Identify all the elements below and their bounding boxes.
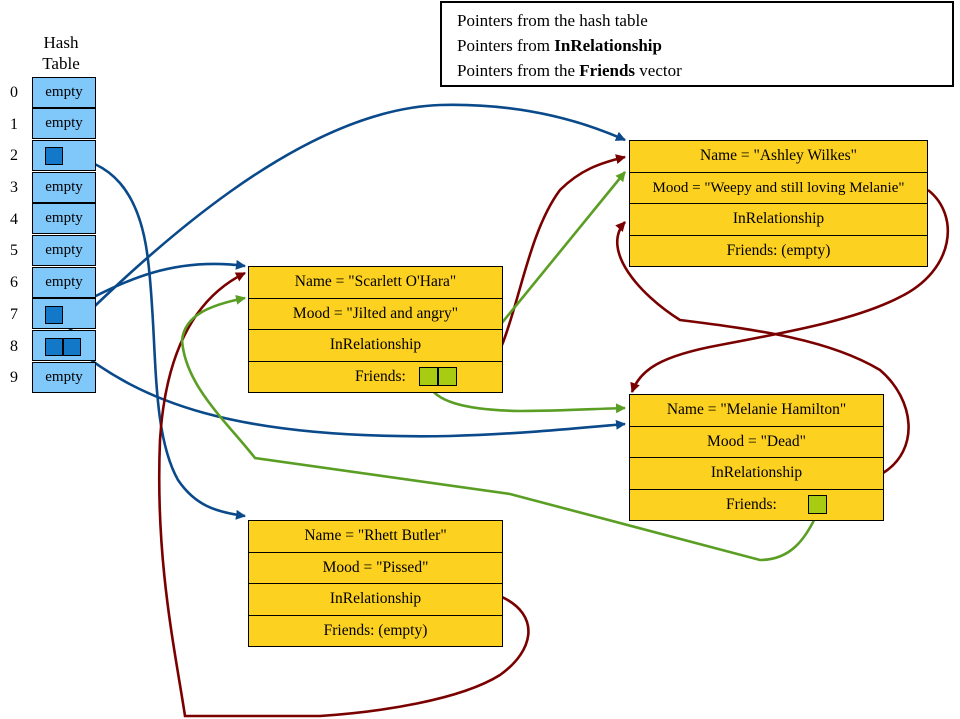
legend-label-suffix: vector — [635, 61, 682, 80]
field-inrelationship: InRelationship — [249, 584, 502, 616]
field-friends: Friends: (empty) — [323, 621, 428, 639]
field-mood: Mood = "Weepy and still loving Melanie" — [630, 173, 927, 204]
field-friends: Friends: — [630, 490, 883, 522]
hash-table-title-line1: Hash — [43, 33, 79, 52]
hash-cell-2[interactable] — [32, 140, 96, 171]
field-mood: Mood = "Pissed" — [249, 553, 502, 584]
hash-index: 6 — [10, 274, 18, 291]
node-scarlett[interactable]: Name = "Scarlett O'Hara" Mood = "Jilted … — [248, 266, 503, 393]
pointer-square-icon — [45, 147, 63, 165]
hash-index: 2 — [10, 147, 18, 164]
pointer-square-icon — [63, 338, 81, 356]
hash-index: 8 — [10, 338, 18, 355]
field-name: Name = "Scarlett O'Hara" — [249, 267, 502, 299]
hash-index: 1 — [10, 116, 18, 133]
hash-cell-1[interactable]: empty — [32, 108, 96, 139]
friend-pointer-square-icon — [419, 366, 438, 386]
legend: Pointers from the hash table Pointers fr… — [440, 1, 954, 87]
field-mood: Mood = "Jilted and angry" — [249, 299, 502, 330]
field-friends: Friends: — [249, 362, 502, 394]
legend-item-hash: Pointers from the hash table — [457, 11, 648, 31]
field-friends: Friends: (empty) — [726, 241, 831, 259]
hash-cell-6[interactable]: empty — [32, 267, 96, 298]
hash-cell-5[interactable]: empty — [32, 235, 96, 266]
friend-pointer-square-icon — [438, 366, 457, 386]
field-name: Name = "Rhett Butler" — [249, 521, 502, 553]
hash-table-title-line2: Table — [42, 54, 80, 73]
hash-table-title: Hash Table — [30, 32, 92, 74]
field-inrelationship: InRelationship — [249, 330, 502, 362]
field-inrelationship: InRelationship — [630, 204, 927, 236]
hash-index: 0 — [10, 84, 18, 101]
legend-label: Pointers from the hash table — [457, 11, 648, 30]
pointer-square-icon — [45, 338, 63, 356]
hash-cell-8[interactable] — [32, 330, 96, 361]
hash-cell-3[interactable]: empty — [32, 172, 96, 203]
hash-index: 5 — [10, 242, 18, 259]
friends-label: Friends: — [355, 367, 406, 385]
node-rhett[interactable]: Name = "Rhett Butler" Mood = "Pissed" In… — [248, 520, 503, 647]
legend-label-bold: Friends — [579, 61, 636, 80]
legend-label: Pointers from the — [457, 61, 580, 80]
friends-label: Friends: — [726, 495, 777, 513]
friend-pointer-square-icon — [808, 494, 827, 514]
node-melanie[interactable]: Name = "Melanie Hamilton" Mood = "Dead" … — [629, 394, 884, 521]
node-ashley[interactable]: Name = "Ashley Wilkes" Mood = "Weepy and… — [629, 140, 928, 267]
legend-label: Pointers from — [457, 36, 555, 55]
hash-cell-9[interactable]: empty — [32, 362, 96, 393]
hash-index: 4 — [10, 211, 18, 228]
pointer-square-icon — [45, 306, 63, 324]
legend-item-friends: Pointers from the Friends vector — [457, 61, 682, 81]
hash-cell-7[interactable] — [32, 298, 96, 329]
field-name: Name = "Ashley Wilkes" — [630, 141, 927, 173]
field-inrelationship: InRelationship — [630, 458, 883, 490]
hash-index: 7 — [10, 306, 18, 323]
field-mood: Mood = "Dead" — [630, 427, 883, 458]
field-name: Name = "Melanie Hamilton" — [630, 395, 883, 427]
hash-cell-4[interactable]: empty — [32, 203, 96, 234]
legend-label-bold: InRelationship — [554, 36, 662, 55]
hash-index: 9 — [10, 369, 18, 386]
hash-cell-0[interactable]: empty — [32, 77, 96, 108]
rel-pointer-scarlett-to-ashley — [500, 154, 626, 346]
legend-item-relationship: Pointers from InRelationship — [457, 36, 662, 56]
hash-index: 3 — [10, 179, 18, 196]
